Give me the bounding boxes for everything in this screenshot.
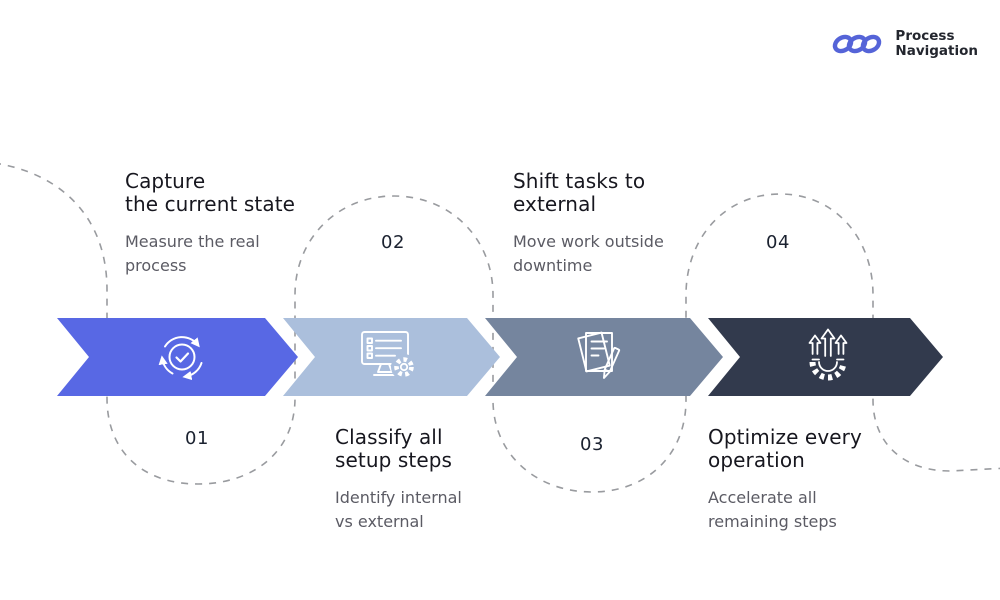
step-3-description: Move work outside downtime xyxy=(513,232,664,275)
brand-logo: Process Navigation xyxy=(829,26,978,62)
step-4-title: Optimize every operation xyxy=(708,425,862,472)
step-2-title: Classify all setup steps xyxy=(335,425,453,472)
cycle-check-icon xyxy=(150,325,214,389)
serpentine-dashed-line xyxy=(0,163,1000,493)
step-4-description: Accelerate all remaining steps xyxy=(708,488,837,531)
brand-name: Process Navigation xyxy=(895,28,978,59)
chevron-step-3 xyxy=(485,318,723,396)
step-1-title: Capture the current state xyxy=(125,169,296,216)
document-pencil-icon xyxy=(567,326,625,388)
monitor-checklist-gear-icon xyxy=(357,329,419,385)
step-1-number: 01 xyxy=(185,428,209,449)
step-3-title: Shift tasks to external xyxy=(513,169,646,216)
step-2-description: Identify internal vs external xyxy=(335,488,462,531)
step-1-description: Measure the real process xyxy=(125,232,260,275)
step-2-number: 02 xyxy=(381,232,405,253)
chevron-step-2 xyxy=(283,318,500,396)
chain-loops-logo-icon xyxy=(833,34,882,54)
step-1-text-block: Capture the current state Measure the re… xyxy=(125,170,355,278)
step-2-text-block: Classify all setup steps Identify intern… xyxy=(335,426,555,534)
chevron-step-4 xyxy=(708,318,943,396)
gear-up-arrows-icon xyxy=(796,326,860,386)
step-3-text-block: Shift tasks to external Move work outsid… xyxy=(513,170,743,278)
step-4-text-block: Optimize every operation Accelerate all … xyxy=(708,426,938,534)
step-3-number: 03 xyxy=(580,434,604,455)
step-4-number: 04 xyxy=(766,232,790,253)
